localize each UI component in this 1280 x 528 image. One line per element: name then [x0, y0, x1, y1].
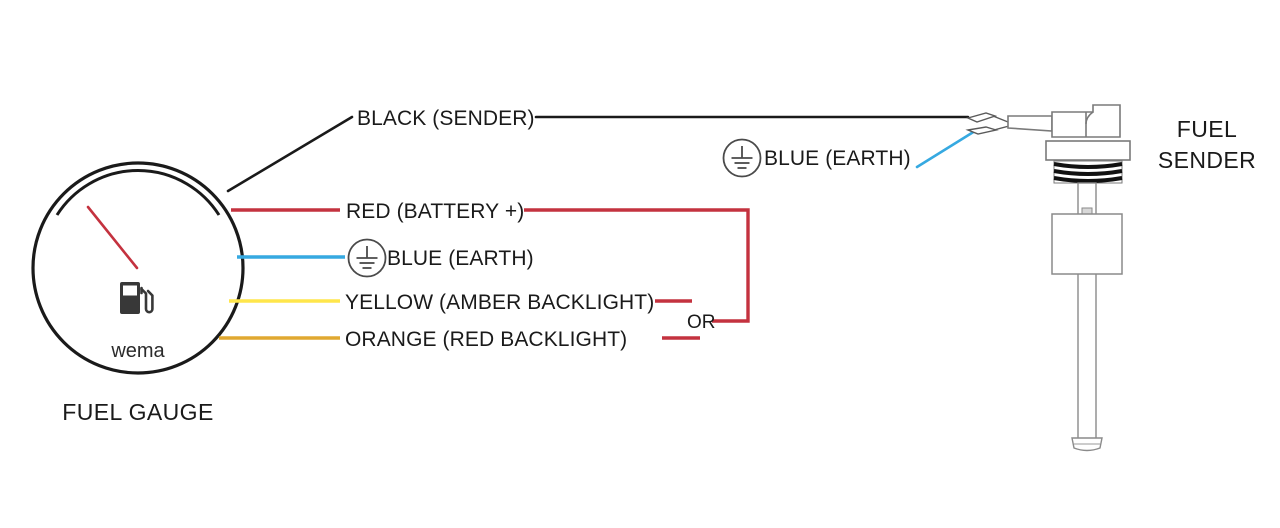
- black-wire-leader: [226, 115, 354, 193]
- wire-label-orange: ORANGE (RED BACKLIGHT): [345, 328, 627, 351]
- wire-label-black: BLACK (SENDER): [357, 107, 535, 130]
- sender-terminal-boot: [1007, 115, 1053, 132]
- sender-earth-leader: [915, 129, 977, 169]
- sender-threads: [1053, 160, 1123, 184]
- sender-mounting-flange: [1045, 140, 1131, 161]
- gauge-brand-label: wema: [110, 340, 165, 362]
- sender-float-body: [1051, 213, 1123, 275]
- sender-terminal-upper: [965, 112, 998, 123]
- gauge-scale-arc: [55, 169, 221, 216]
- wire-label-blue: BLUE (EARTH): [387, 247, 534, 270]
- fuel-pump-icon: [120, 282, 154, 314]
- fuel-sender-caption-line2: SENDER: [1158, 147, 1256, 173]
- earth-ground-icon: [347, 238, 387, 278]
- gauge-needle: [86, 205, 139, 270]
- red-wire-run: [524, 208, 750, 323]
- fuel-sender-caption-line1: FUEL: [1177, 116, 1237, 142]
- sender-earth-label: BLUE (EARTH): [764, 147, 911, 170]
- fuel-gauge-group: wema FUEL GAUGE: [31, 161, 245, 425]
- wire-label-red: RED (BATTERY +): [346, 200, 524, 223]
- or-junction-label: OR: [687, 312, 716, 333]
- fuel-sender-group: [965, 104, 1131, 452]
- wire-label-yellow: YELLOW (AMBER BACKLIGHT): [345, 291, 654, 314]
- fuel-gauge-caption: FUEL GAUGE: [62, 399, 213, 425]
- sender-float-collar: [1081, 207, 1093, 215]
- sender-earth-ground-icon: [722, 138, 762, 178]
